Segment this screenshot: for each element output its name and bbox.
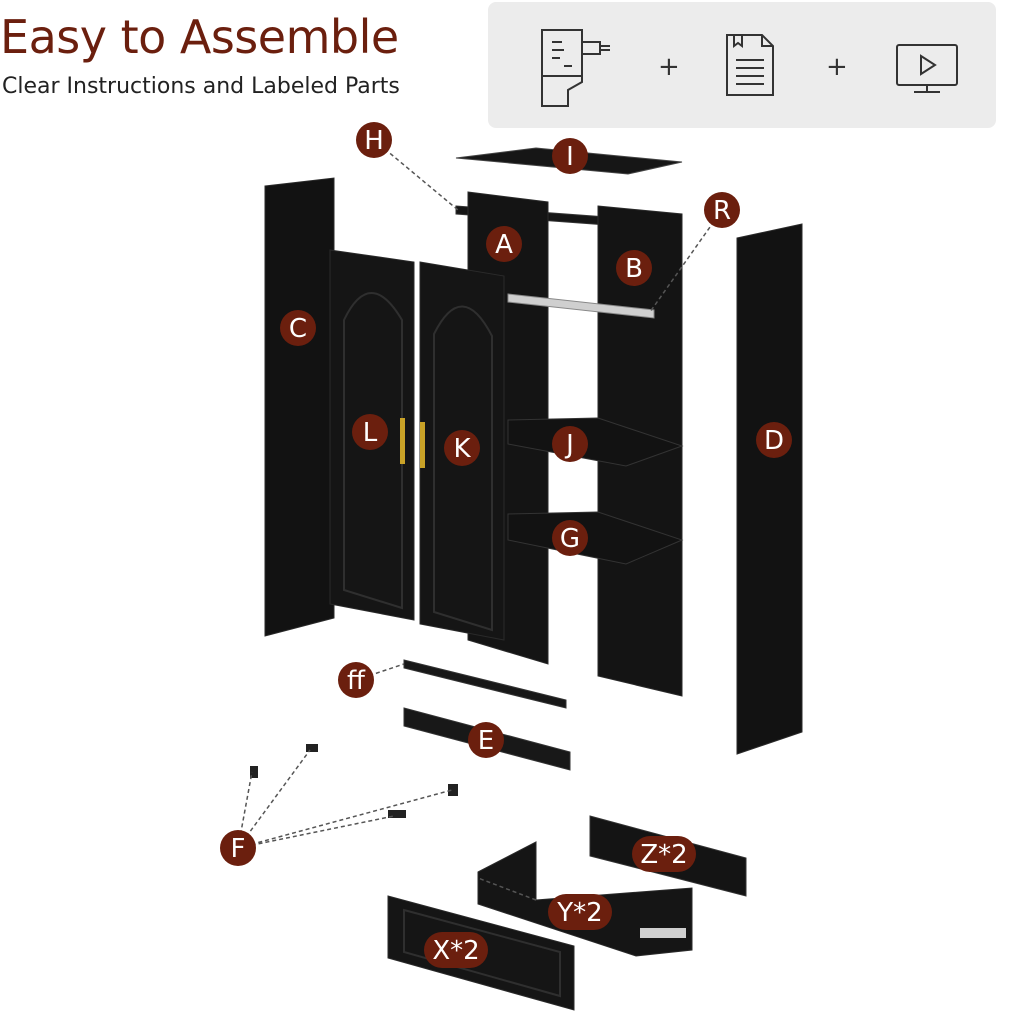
part-label-badge [632,836,696,872]
part-label-text: Y*2 [556,898,602,928]
wardrobe-parts [250,147,803,1011]
part-label-badge [756,422,792,458]
part-label-h: H [356,122,392,158]
part-label-b: B [616,250,652,286]
part-x-drawer-front-inset [403,908,561,998]
drill-icon [541,29,610,107]
part-label-j: J [552,426,588,462]
plus-separator-2: + [826,52,848,82]
part-label-badge [468,722,504,758]
part-label-text: G [560,524,580,554]
part-g-shelf [507,511,684,565]
video-icon [896,44,958,93]
part-label-badge [552,426,588,462]
part-label-text: A [495,230,513,260]
leader-lines [237,139,723,901]
part-label-k: K [444,430,480,466]
part-j-shelf [507,417,684,467]
part-label-text: Z*2 [640,840,687,870]
part-k-door-arch [433,305,493,632]
part-label-f: F [220,830,256,866]
part-label-ff: ff [338,662,374,698]
part-label-text: E [478,726,494,756]
part-label-text: I [566,142,574,172]
part-label-x: X*2 [424,932,488,968]
part-l-handle [400,418,405,464]
part-label-l: L [352,414,388,450]
part-label-text: R [713,196,731,226]
part-label-text: B [625,254,643,284]
page-title: Easy to Assemble [0,10,399,64]
part-label-text: F [231,834,246,864]
part-label-a: A [486,226,522,262]
part-r-rod [507,293,655,319]
manual-icon [726,34,774,96]
part-label-d: D [756,422,792,458]
part-label-i: I [552,138,588,174]
part-label-g: G [552,520,588,556]
part-label-z: Z*2 [632,836,696,872]
part-label-badge [338,662,374,698]
part-label-y: Y*2 [548,894,612,930]
part-label-e: E [468,722,504,758]
part-label-badge [616,250,652,286]
part-label-badge [280,310,316,346]
part-label-badge [356,122,392,158]
part-label-text: H [364,126,384,156]
part-label-r: R [704,192,740,228]
part-f-legs [250,744,458,818]
part-label-badge [486,226,522,262]
part-label-badge [220,830,256,866]
part-label-text: D [764,426,784,456]
tools-panel: + + [488,2,996,128]
part-label-badge [444,430,480,466]
part-d-side-panel [736,223,803,755]
part-label-text: K [453,434,471,464]
part-label-badge [552,138,588,174]
part-y-drawer-slide [640,928,686,938]
part-label-badge [552,520,588,556]
part-label-badge [548,894,612,930]
part-label-c: C [280,310,316,346]
part-c-side-panel [264,177,335,637]
part-label-badge [704,192,740,228]
page-subtitle: Clear Instructions and Labeled Parts [2,74,400,99]
plus-separator-1: + [658,52,680,82]
part-ff-rail [403,659,567,709]
part-label-text: C [289,314,307,344]
part-label-text: X*2 [432,936,479,966]
part-k-handle [420,422,425,468]
part-label-badge [424,932,488,968]
part-label-badge [352,414,388,450]
part-label-text: ff [347,666,366,696]
part-label-text: L [363,418,378,448]
part-l-door-arch [343,292,403,610]
part-label-text: J [564,430,574,460]
